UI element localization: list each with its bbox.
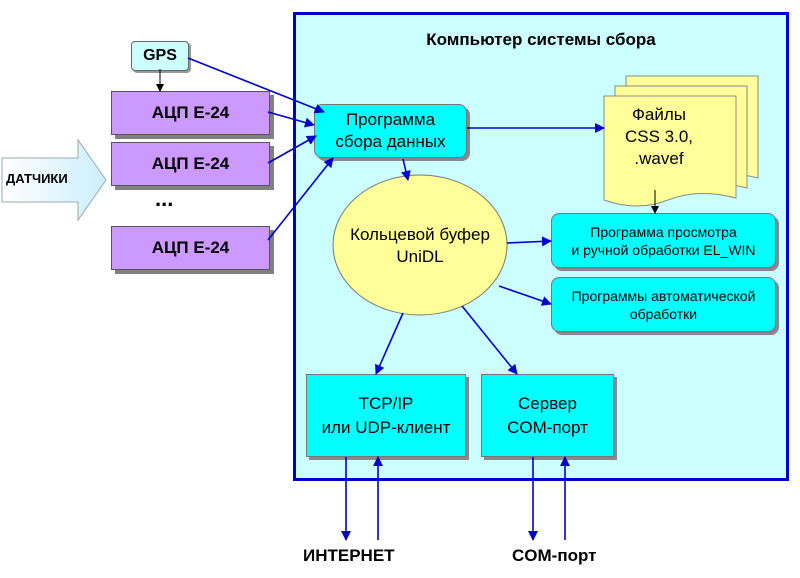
files-line-2: CSS 3.0, (624, 127, 694, 146)
files-line-1: Файлы (631, 105, 686, 124)
arrow-gps-to-program (187, 57, 325, 114)
arrow-buffer-to-tcp (375, 312, 404, 375)
frame-title: Компьютер системы сбора (426, 30, 656, 49)
ring-line-2: UniDL (396, 247, 444, 266)
tcp-udp-client-box: TCP/IP или UDP-клиент (306, 374, 466, 457)
acq-line-2: сбора данных (335, 132, 446, 151)
ring-line-1: Кольцевой буфер (350, 225, 490, 244)
files-line-3: .wavef (634, 149, 684, 168)
internet-label: ИНТЕРНЕТ (303, 546, 395, 565)
gps-box: GPS (131, 41, 189, 71)
files-label: Файлы CSS 3.0, .wavef (604, 104, 714, 170)
tcp-line-2: или UDP-клиент (321, 417, 451, 437)
auto-line-1: Программы автоматической (571, 287, 756, 304)
arrow-adc1-to-program (267, 111, 315, 128)
viewer-program-box: Программа просмотра и ручной обработки E… (551, 213, 776, 268)
com-line-1: Сервер (518, 393, 577, 413)
com-port-label: COM-порт (512, 546, 597, 565)
adc-box-1: АЦП Е-24 (111, 91, 270, 135)
arrow-adc3-to-program (267, 157, 334, 241)
tcp-line-1: TCP/IP (358, 393, 414, 413)
arrow-buffer-to-viewer (506, 236, 552, 247)
viewer-line-2: и ручной обработки EL_WIN (571, 241, 756, 258)
com-line-2: COM-порт (507, 417, 588, 437)
arrow-program-to-buffer (401, 158, 411, 181)
arrow-buffer-to-com (461, 305, 518, 375)
viewer-line-1: Программа просмотра (590, 223, 737, 240)
adc-box-3: АЦП Е-24 (111, 226, 270, 270)
auto-line-2: обработки (629, 305, 698, 322)
acq-line-1: Программа (345, 110, 436, 129)
ring-buffer-label: Кольцевой буфер UniDL (333, 224, 507, 268)
com-server-box: Сервер COM-порт (481, 374, 614, 457)
arrow-adc2-to-program (267, 135, 317, 164)
acquisition-program-box: Программа сбора данных (314, 104, 467, 158)
sensors-label: ДАТЧИКИ (6, 171, 68, 186)
arrow-buffer-to-auto (498, 285, 552, 306)
adc-ellipsis: ... (155, 186, 174, 211)
auto-processing-box: Программы автоматической обработки (551, 277, 776, 332)
adc-box-2: АЦП Е-24 (111, 142, 270, 186)
